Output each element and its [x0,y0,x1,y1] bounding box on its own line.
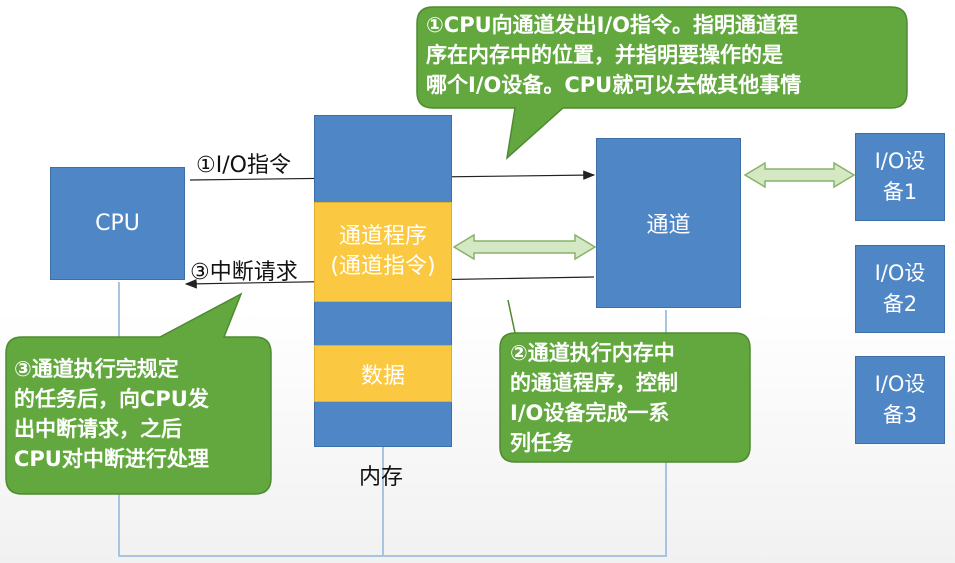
io-device-1: I/O设 备1 [855,133,945,221]
io-device-3: I/O设 备3 [855,356,945,444]
memory-label: 内存 [359,465,404,490]
cpu-box: CPU [50,167,185,280]
io-device-2: I/O设 备2 [855,245,945,333]
cpu-label: CPU [95,211,140,236]
channel-box: 通道 [596,138,741,308]
data-label: 数据 [360,363,405,389]
callout-bubble-step1 [416,6,908,160]
interrupt-request-label: ③中断请求 [190,260,298,285]
io-device-1-label: I/O设 备1 [874,149,926,204]
callout-bubble-step2 [499,299,751,463]
io-instruction-label: ①I/O指令 [196,153,291,178]
double-arrow-channel-devices [743,161,856,189]
channel-program-block: 通道程序 (通道指令) [314,202,452,302]
channel-program-label: 通道程序 (通道指令) [330,224,436,279]
callout-bubble-step3 [5,292,272,495]
callout-step2-text: ②通道执行内存中 的通道程序，控制 I/O设备完成一系 列任务 [510,341,678,455]
callout-step3-text: ③通道执行完规定 的任务后，向CPU发 出中断请求，之后 CPU对中断进行处理 [14,357,209,471]
io-device-3-label: I/O设 备3 [874,372,926,427]
double-arrow-memory-channel [452,233,597,261]
channel-label: 通道 [646,213,691,238]
io-device-2-label: I/O设 备2 [874,261,926,316]
data-block: 数据 [314,345,452,402]
callout-step1-text: ①CPU向通道发出I/O指令。指明通道程 序在内存中的位置，并指明要操作的是 哪… [426,13,802,97]
